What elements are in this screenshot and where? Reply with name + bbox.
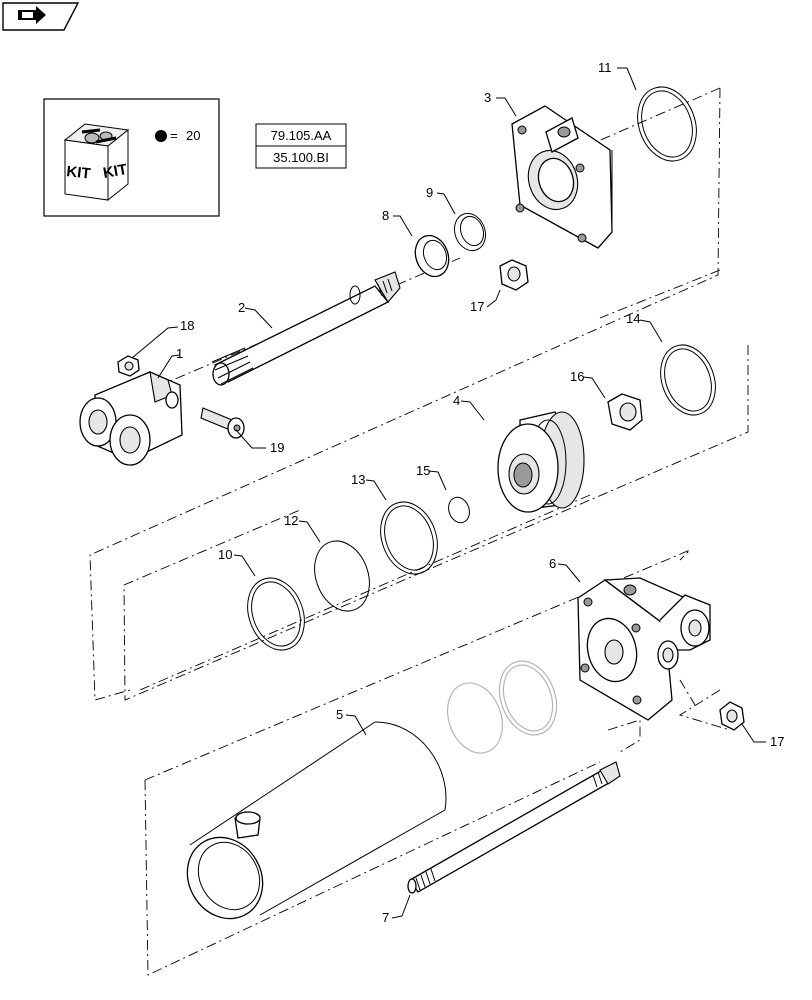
callout-3[interactable]: 3 bbox=[484, 90, 491, 105]
callout-19[interactable]: 19 bbox=[270, 440, 284, 455]
callout-6[interactable]: 6 bbox=[549, 556, 556, 571]
callout-14[interactable]: 14 bbox=[626, 311, 640, 326]
callout-10[interactable]: 10 bbox=[218, 547, 232, 562]
part-15-small-o-ring[interactable] bbox=[445, 494, 473, 525]
callout-13[interactable]: 13 bbox=[351, 472, 365, 487]
callout-1[interactable]: 1 bbox=[176, 346, 183, 361]
callout-5[interactable]: 5 bbox=[336, 707, 343, 722]
part-11-o-ring[interactable] bbox=[628, 79, 707, 170]
part-19-bolt[interactable] bbox=[200, 407, 245, 439]
reference-code-box[interactable]: 79.105.AA 35.100.BI bbox=[255, 123, 347, 169]
callout-8[interactable]: 8 bbox=[382, 208, 389, 223]
part-1-rod-clevis[interactable] bbox=[79, 371, 183, 466]
callout-4[interactable]: 4 bbox=[453, 393, 460, 408]
part-8-wiper[interactable] bbox=[410, 231, 454, 281]
part-9-seal[interactable] bbox=[449, 209, 490, 255]
callout-7[interactable]: 7 bbox=[382, 910, 389, 925]
part-13-backup-ring[interactable] bbox=[371, 494, 447, 582]
part-12-o-ring[interactable] bbox=[305, 533, 378, 618]
part-16-nut[interactable] bbox=[607, 393, 643, 431]
kit-legend-box: KIT KIT = 20 bbox=[43, 98, 220, 217]
next-page-button[interactable] bbox=[2, 2, 80, 31]
legend-number: 20 bbox=[186, 128, 200, 143]
part-4-piston[interactable] bbox=[497, 411, 585, 513]
legend-equals: = bbox=[170, 128, 178, 143]
part-17-nut-lower[interactable] bbox=[719, 701, 745, 731]
callout-17-upper[interactable]: 17 bbox=[470, 299, 484, 314]
part-10-backup-ring[interactable] bbox=[238, 570, 314, 658]
callout-17-lower[interactable]: 17 bbox=[770, 734, 784, 749]
part-3-gland-flange[interactable] bbox=[511, 105, 613, 249]
part-17-nut-upper[interactable] bbox=[499, 259, 529, 291]
callout-2[interactable]: 2 bbox=[238, 300, 245, 315]
kit-box-icon: KIT KIT bbox=[63, 123, 130, 202]
callout-15[interactable]: 15 bbox=[416, 463, 430, 478]
next-page-arrow-icon bbox=[18, 6, 46, 24]
callout-9[interactable]: 9 bbox=[426, 185, 433, 200]
assembly-center-lines bbox=[89, 87, 749, 976]
callout-11[interactable]: 11 bbox=[598, 60, 612, 75]
part-7-tie-rod[interactable] bbox=[407, 761, 621, 894]
kit-label-right: KIT bbox=[102, 161, 129, 182]
part-2-piston-rod[interactable] bbox=[211, 271, 401, 386]
part-14-o-ring[interactable] bbox=[651, 337, 724, 422]
kit-label-left: KIT bbox=[66, 163, 92, 182]
callout-16[interactable]: 16 bbox=[570, 369, 584, 384]
callout-12[interactable]: 12 bbox=[284, 513, 298, 528]
callout-leaders bbox=[131, 67, 766, 919]
reference-code-2[interactable]: 35.100.BI bbox=[273, 150, 329, 165]
callout-labels: 11 3 9 8 2 18 1 17 19 14 16 4 15 13 12 1… bbox=[176, 60, 784, 925]
part-18-nut[interactable] bbox=[117, 355, 140, 377]
legend-dot-icon bbox=[155, 130, 167, 142]
reference-code-1[interactable]: 79.105.AA bbox=[271, 128, 332, 143]
part-6-base-end-cap[interactable] bbox=[577, 577, 711, 721]
callout-18[interactable]: 18 bbox=[180, 318, 194, 333]
part-5-cylinder-tube[interactable] bbox=[173, 721, 447, 932]
phantom-seals bbox=[447, 660, 558, 754]
